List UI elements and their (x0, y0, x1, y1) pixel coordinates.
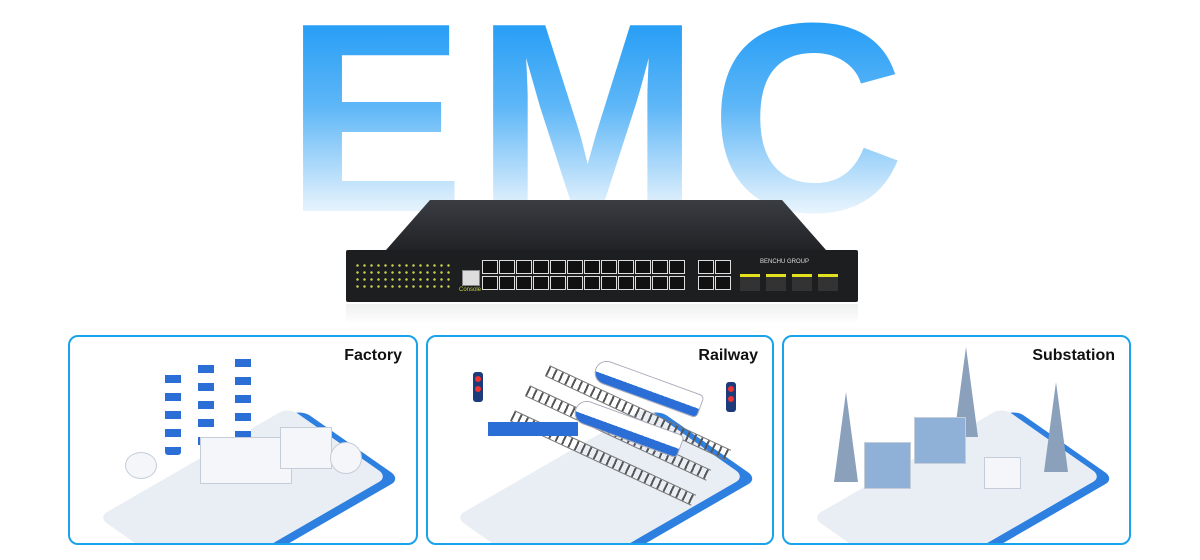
rj45-port (669, 260, 685, 274)
emc-title: EMC (0, 4, 1200, 234)
rj45-port (652, 260, 668, 274)
sfp-port (766, 274, 786, 291)
rj45-port (533, 276, 549, 290)
rj45-port (584, 260, 600, 274)
rj45-port (550, 260, 566, 274)
rj45-port (550, 276, 566, 290)
scenario-card-railway: Railway (426, 335, 774, 545)
rj45-port (499, 276, 515, 290)
rj45-port (698, 276, 714, 290)
rj45-port (567, 260, 583, 274)
console-port (462, 270, 480, 286)
scenario-card-factory: Factory (68, 335, 418, 545)
sfp-port (740, 274, 760, 291)
network-switch-image: Console BENCHU GROUP (346, 200, 858, 324)
rj45-port (698, 260, 714, 274)
switch-top (386, 200, 826, 250)
sfp-port (792, 274, 812, 291)
rj45-port (516, 260, 532, 274)
rj45-port (618, 260, 634, 274)
brand-label: BENCHU GROUP (760, 259, 810, 265)
rj45-port (635, 260, 651, 274)
rj45-port (618, 276, 634, 290)
switch-reflection (346, 304, 858, 324)
rj45-port (601, 276, 617, 290)
scenario-label: Railway (698, 347, 758, 364)
console-label: Console (458, 287, 481, 293)
rj45-port (516, 276, 532, 290)
scenario-label: Factory (344, 347, 402, 364)
combo-ports (698, 260, 731, 290)
scenario-card-substation: Substation (782, 335, 1131, 545)
rj45-port (652, 276, 668, 290)
sfp-port (818, 274, 838, 291)
led-panel (354, 262, 450, 288)
rj45-port (601, 260, 617, 274)
rj45-port (482, 276, 498, 290)
rj45-ports (482, 260, 685, 290)
rj45-port (715, 276, 731, 290)
rj45-port (499, 260, 515, 274)
rj45-port (533, 260, 549, 274)
rj45-port (482, 260, 498, 274)
rj45-port (584, 276, 600, 290)
switch-front-panel: Console BENCHU GROUP (346, 250, 858, 302)
sfp-ports (740, 274, 838, 291)
rj45-port (567, 276, 583, 290)
rj45-port (635, 276, 651, 290)
rj45-port (669, 276, 685, 290)
rj45-port (715, 260, 731, 274)
scenario-label: Substation (1032, 347, 1115, 364)
